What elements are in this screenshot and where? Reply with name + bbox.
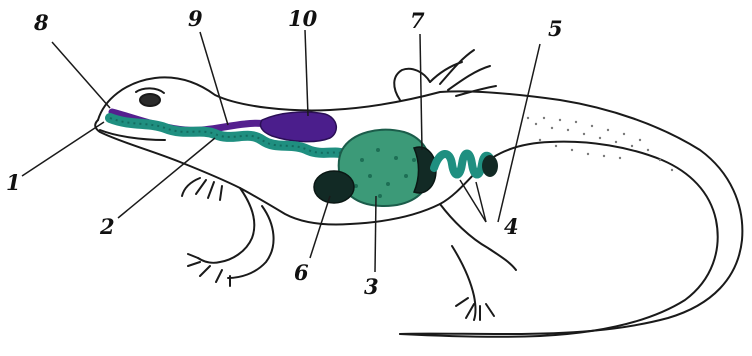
label-2: 2 — [99, 214, 115, 239]
label-6: 6 — [294, 260, 309, 285]
label-5: 5 — [548, 16, 563, 41]
label-8: 8 — [33, 10, 49, 35]
label-3: 3 — [364, 274, 379, 299]
label-10: 10 — [288, 6, 318, 31]
lung — [260, 112, 336, 142]
label-9: 9 — [188, 6, 203, 31]
label-7: 7 — [410, 8, 425, 33]
cloaca — [482, 155, 498, 177]
label-4: 4 — [504, 214, 519, 239]
label-1: 1 — [6, 170, 21, 195]
gallbladder — [314, 171, 354, 203]
